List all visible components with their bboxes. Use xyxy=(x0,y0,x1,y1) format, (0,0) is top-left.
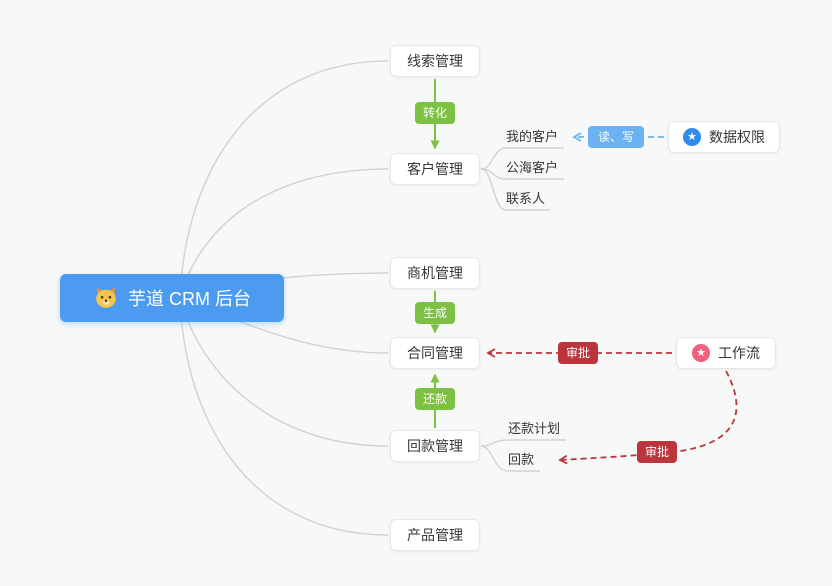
node-customers[interactable]: 客户管理 xyxy=(390,153,480,185)
link-customers-to-contacts xyxy=(480,168,550,211)
node-opportunity[interactable]: 商机管理 xyxy=(390,257,480,289)
node-customers-label: 客户管理 xyxy=(407,161,463,177)
link-receivable-to-repayment-plan xyxy=(480,439,566,447)
link-root-to-customers xyxy=(179,168,389,299)
node-leads-label: 线索管理 xyxy=(407,53,463,69)
link-root-to-receivable xyxy=(179,297,389,447)
subnode-contacts[interactable]: 联系人 xyxy=(506,191,546,206)
subnode-public-customers[interactable]: 公海客户 xyxy=(506,160,559,175)
node-opportunity-label: 商机管理 xyxy=(407,265,463,281)
link-root-to-product xyxy=(179,297,389,536)
root-node-label: 芋道 CRM 后台 xyxy=(128,289,251,309)
node-receivable-label: 回款管理 xyxy=(407,438,463,454)
node-receivable[interactable]: 回款管理 xyxy=(390,430,480,462)
link-root-to-leads xyxy=(179,60,389,299)
node-workflow[interactable]: ★ 工作流 xyxy=(676,337,776,369)
node-product-label: 产品管理 xyxy=(407,527,463,543)
edge-label-convert: 转化 xyxy=(415,102,455,124)
edge-label-approve-repayment: 审批 xyxy=(637,441,677,463)
edge-label-generate: 生成 xyxy=(415,302,455,324)
star-icon: ★ xyxy=(692,344,710,362)
node-contract-label: 合同管理 xyxy=(407,345,463,361)
node-leads[interactable]: 线索管理 xyxy=(390,45,480,77)
subnode-repayment[interactable]: 回款 xyxy=(508,452,535,467)
link-receivable-to-repayment xyxy=(480,445,540,472)
link-customers-to-my-customers xyxy=(480,147,564,170)
node-workflow-label: 工作流 xyxy=(718,345,760,361)
node-contract[interactable]: 合同管理 xyxy=(390,337,480,369)
subnode-my-customers[interactable]: 我的客户 xyxy=(506,129,559,144)
edge-label-read-write: 读、写 xyxy=(588,126,644,148)
edge-label-repay: 还款 xyxy=(415,388,455,410)
edge-label-approve-contract: 审批 xyxy=(558,342,598,364)
subnode-repayment-plan[interactable]: 还款计划 xyxy=(508,421,561,436)
node-product[interactable]: 产品管理 xyxy=(390,519,480,551)
star-icon: ★ xyxy=(683,128,701,146)
node-data-permission[interactable]: ★ 数据权限 xyxy=(668,121,780,153)
node-data-permission-label: 数据权限 xyxy=(709,129,765,145)
dog-logo-icon xyxy=(93,287,119,309)
link-customers-to-public-customers xyxy=(480,168,564,180)
root-node-yudao-crm[interactable]: 芋道 CRM 后台 xyxy=(60,274,284,322)
